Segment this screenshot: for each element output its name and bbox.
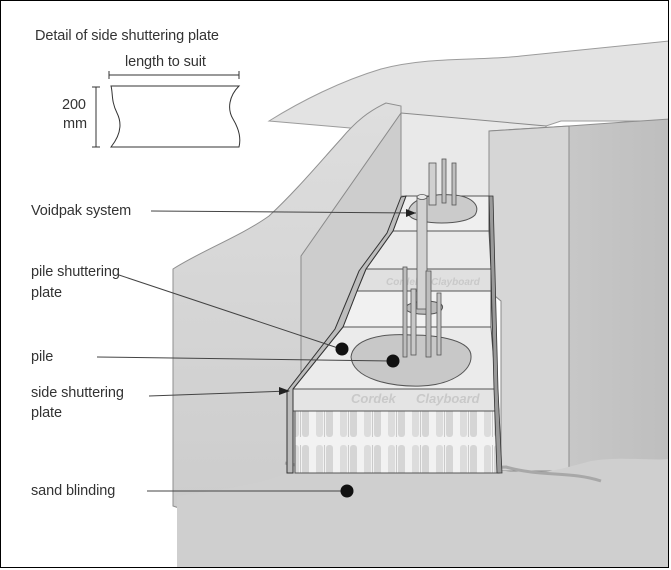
height-value: 200 — [62, 97, 86, 113]
leader-lines — [96, 210, 417, 492]
side-shuttering-plate-right — [488, 195, 503, 474]
marker-pile-shuttering — [335, 342, 349, 356]
side-shuttering-plate — [286, 195, 407, 474]
label-pile-shuttering-line1: pile shuttering — [31, 264, 120, 280]
pile-bars — [402, 158, 457, 358]
arrow-voidpak — [406, 209, 416, 217]
marker-pile — [386, 354, 400, 368]
label-side-shuttering-line1: side shuttering — [31, 385, 124, 401]
trench-right-wall — [488, 125, 570, 472]
label-voidpak-system: Voidpak system — [31, 203, 132, 219]
height-unit: mm — [63, 116, 87, 132]
brand-text-near-2: Clayboard — [416, 391, 481, 406]
brand-text-mid-2: Clayboard — [431, 277, 481, 288]
shuttering-detail-sketch — [92, 71, 241, 148]
length-to-suit-label: length to suit — [125, 54, 206, 70]
label-pile: pile — [31, 349, 54, 365]
label-pile-shuttering-line2: plate — [31, 285, 62, 301]
brand-text-near: Cordek — [351, 391, 397, 406]
sand-blinding-bed — [177, 458, 668, 567]
marker-sand-blinding — [340, 484, 354, 498]
void-cells — [294, 410, 500, 474]
label-side-shuttering-line2: plate — [31, 405, 62, 421]
label-sand-blinding: sand blinding — [31, 483, 116, 499]
arrow-side-shuttering — [279, 387, 290, 395]
detail-title: Detail of side shuttering plate — [35, 28, 219, 44]
